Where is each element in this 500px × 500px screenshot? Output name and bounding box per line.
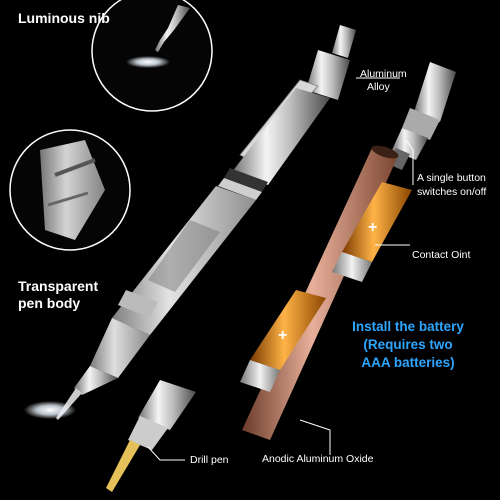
label-drill-pen: Drill pen (190, 454, 229, 466)
svg-text:+: + (278, 327, 287, 344)
nib-inset-circle (91, 0, 213, 112)
battery-upper: + (332, 182, 412, 282)
label-anodic: Anodic Aluminum Oxide (262, 453, 374, 465)
label-install-line1: Install the battery (352, 319, 464, 334)
label-luminous-nib: Luminous nib (18, 10, 110, 26)
label-aluminum-line1: Aluminum (360, 68, 407, 80)
label-transparent-line2: pen body (18, 295, 81, 311)
label-install-line3: AAA batteries) (361, 355, 455, 370)
pen-illustration (24, 25, 356, 420)
label-button-line1: A single button (417, 172, 486, 184)
label-transparent-line1: Transparent (18, 278, 99, 294)
label-contact: Contact Oint (412, 249, 471, 261)
label-button-line2: switches on/off (417, 186, 487, 198)
body-inset-circle (9, 129, 131, 251)
battery-lower: + (240, 290, 326, 392)
label-aluminum-line2: Alloy (367, 81, 390, 93)
label-install-line2: (Requires two (363, 337, 453, 352)
copper-tube (242, 145, 399, 440)
svg-text:+: + (368, 219, 377, 236)
drill-pen-tip (106, 380, 196, 492)
leader-lines (147, 77, 414, 461)
